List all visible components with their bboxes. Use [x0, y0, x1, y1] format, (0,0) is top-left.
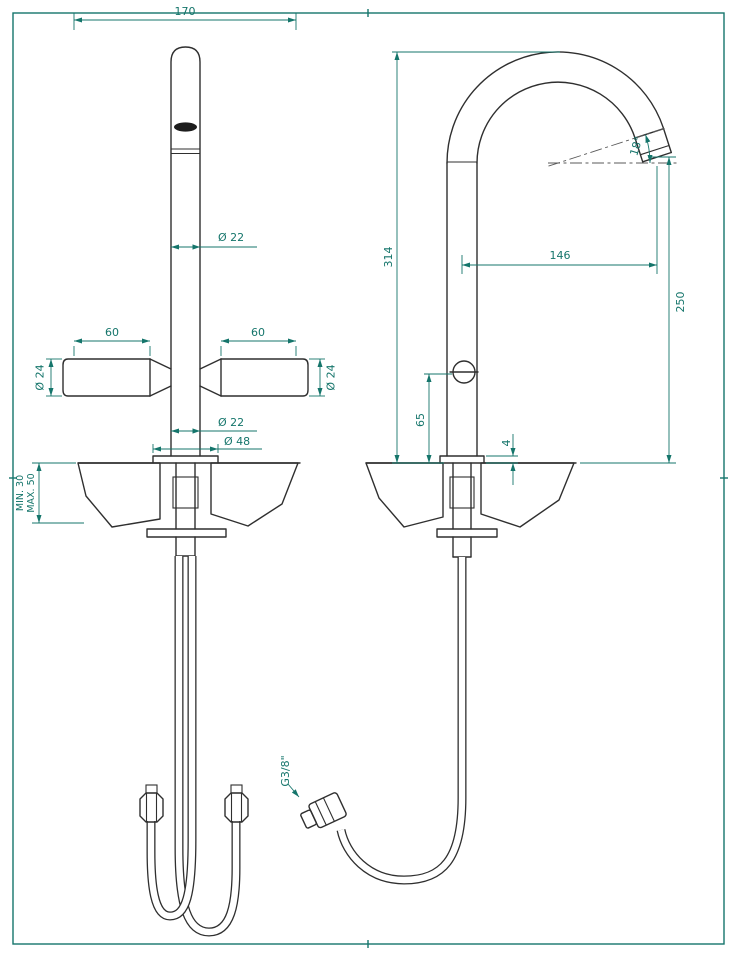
- hose-nut-left: [139, 784, 164, 823]
- side-dimensions: 314 146 250 18° 65 4: [279, 51, 687, 798]
- dim-height: 314: [382, 247, 395, 268]
- front-view: 170 60 60 Ø 24 Ø 24 Ø 22: [15, 5, 338, 937]
- base-flange: [152, 455, 219, 464]
- dim-screw-height: 65: [414, 413, 427, 427]
- handle-right: [199, 358, 309, 397]
- riser-spout: [446, 51, 672, 457]
- dim-outlet-angle: 18°: [627, 135, 645, 157]
- mounting-plate-side: [436, 528, 498, 538]
- dim-spout-dia: Ø 22: [218, 231, 244, 244]
- sheet-frame: [9, 9, 728, 948]
- shank-front: [146, 462, 227, 557]
- front-dimensions: 170 60 60 Ø 24 Ø 24 Ø 22: [15, 5, 338, 524]
- dim-handle-right-dia: Ø 24: [325, 364, 338, 390]
- dim-deck-min: MIN. 30: [15, 475, 26, 511]
- shank-side: [436, 462, 498, 558]
- hose-connector: [300, 792, 347, 829]
- faucet-body: [170, 46, 201, 457]
- dim-handle-right-length: 60: [251, 326, 265, 339]
- dim-base-dia: Ø 48: [224, 435, 250, 448]
- dim-thread-size: G3/8": [279, 755, 292, 786]
- hose-nut-right: [224, 784, 249, 823]
- supply-hose-side: [300, 557, 467, 885]
- dim-deck-max: MAX. 50: [26, 473, 37, 512]
- base-flange-side: [439, 455, 485, 464]
- dim-flange-thickness: 4: [500, 440, 513, 447]
- side-view: 314 146 250 18° 65 4: [279, 51, 687, 885]
- supply-hoses: [139, 556, 249, 937]
- centerlines: [548, 127, 678, 167]
- spout-opening: [174, 122, 197, 132]
- deck-section-front: [77, 455, 301, 528]
- dim-overall-width: 170: [175, 5, 196, 18]
- mounting-plate: [146, 528, 227, 538]
- dim-body-dia: Ø 22: [218, 416, 244, 429]
- dim-reach: 146: [550, 249, 571, 262]
- dim-outlet-height: 250: [674, 292, 687, 313]
- dim-handle-left-dia: Ø 24: [34, 364, 47, 390]
- handle-left: [62, 358, 172, 397]
- dim-handle-left-length: 60: [105, 326, 119, 339]
